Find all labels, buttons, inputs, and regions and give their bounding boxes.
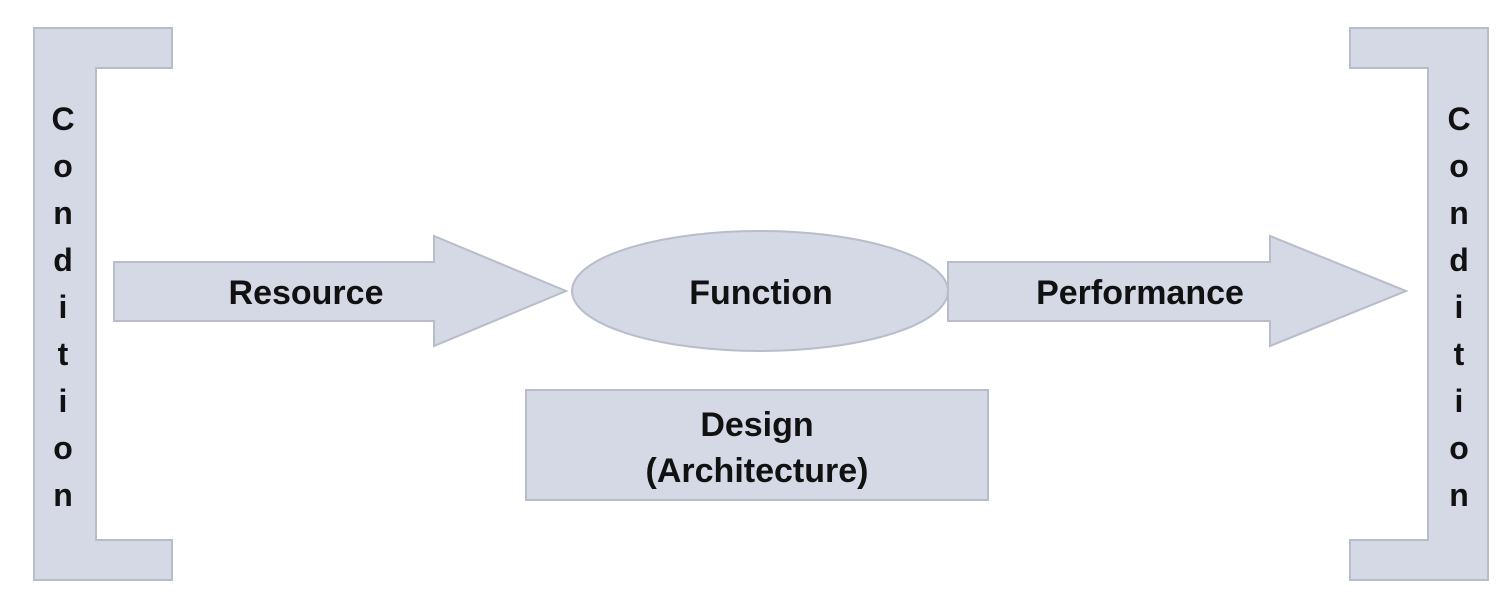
resource-arrow <box>113 234 569 348</box>
condition-letter: i <box>59 383 68 419</box>
condition-letter: i <box>59 289 68 325</box>
condition-letter: t <box>1454 336 1465 372</box>
design-label: Design <box>700 406 813 444</box>
condition-letter: n <box>1449 195 1469 231</box>
condition-letter: d <box>1449 242 1469 278</box>
condition-letter: o <box>53 148 73 184</box>
function-label: Function <box>689 274 833 312</box>
condition-letter: o <box>53 430 73 466</box>
condition-letter: C <box>51 101 74 137</box>
resource-label: Resource <box>229 274 384 312</box>
condition-letter: i <box>1455 383 1464 419</box>
condition-letter: o <box>1449 430 1469 466</box>
right-condition-bracket <box>1349 27 1489 581</box>
left-condition-bracket <box>33 27 173 581</box>
condition-letter: o <box>1449 148 1469 184</box>
condition-letter: C <box>1447 101 1470 137</box>
condition-letter: t <box>58 336 69 372</box>
condition-letter: n <box>53 477 73 513</box>
design-box <box>525 389 989 501</box>
performance-arrow <box>947 234 1409 348</box>
architecture-label: (Architecture) <box>646 452 869 490</box>
performance-label: Performance <box>1036 274 1244 312</box>
condition-letter: i <box>1455 289 1464 325</box>
condition-letter: d <box>53 242 73 278</box>
condition-letter: n <box>1449 477 1469 513</box>
condition-letter: n <box>53 195 73 231</box>
